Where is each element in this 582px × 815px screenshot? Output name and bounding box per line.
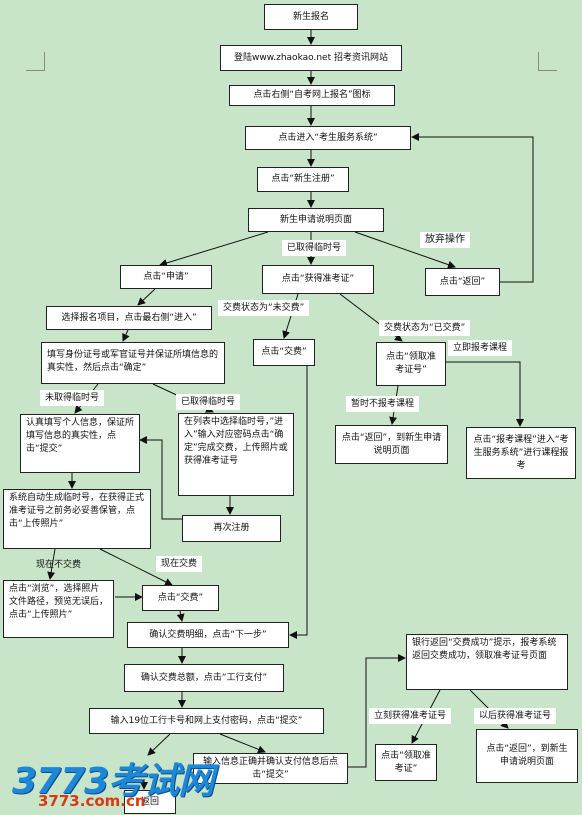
- label-not-pay-now: 现在不交费: [36, 560, 82, 570]
- arrow-card-ret4: [147, 733, 171, 756]
- crop-mark-top-left: [26, 52, 45, 71]
- node-check-info: 认真填写个人信息，保证所填写信息的真实性，点击“提交”: [20, 414, 140, 473]
- label-got-temp-num: 已取得临时号: [282, 240, 347, 256]
- node-get-card: 点击“获得准考证”: [262, 265, 374, 294]
- node-return-4: 返回: [124, 790, 176, 814]
- node-enter-temp-num: 在列表中选择临时号，”进入”输入对应密码点击“确定”完成交费，上传照片或获得准考…: [178, 413, 294, 496]
- node-verify-submit: 输入信息正确并确认支付信息后点击“提交”: [193, 753, 348, 784]
- node-apply-page: 新生申请说明页面: [248, 208, 384, 232]
- label-later-course: 暂时不报考课程: [346, 396, 420, 412]
- logo-main-text: 3773考试网: [12, 761, 214, 802]
- arrow-rereg-check: [139, 436, 182, 520]
- node-system-generate: 系统自动生成临时号，在获得正式准考证号之前务必妥善保管，点击“上传照片”: [3, 489, 151, 549]
- node-pay-2: 点击“交费”: [253, 339, 315, 366]
- node-new-student: 新生报名: [264, 4, 358, 30]
- node-confirm-total: 确认交费总额，点击“工行支付”: [124, 664, 284, 692]
- label-get-now: 立刻获得准考证号: [369, 708, 452, 724]
- node-reregister: 再次注册: [182, 515, 281, 542]
- logo-url-text: 3773.com.cn: [38, 792, 146, 810]
- arrow-6-ret1: [354, 231, 456, 269]
- node-return-3: 点击“返回”，到新生申请说明页面: [476, 729, 578, 783]
- label-apply-now: 立即报考课程: [448, 340, 513, 356]
- label-pay-now: 现在交费: [156, 556, 203, 572]
- node-bank-return: 银行返回“交费成功”提示，报考系统返回交费成功，领取准考证号页面: [406, 634, 568, 690]
- arrow-apply-choose: [137, 288, 156, 306]
- node-choose-item: 选择报名项目，点击最右侧“进入”: [46, 306, 212, 330]
- node-register: 点击“新生注册”: [257, 167, 349, 192]
- label-unpaid: 交费状态为“未交费”: [218, 300, 310, 316]
- node-get-card-3: 点击“领取准考证”: [375, 744, 437, 781]
- node-pay: 点击“交费”: [142, 585, 219, 611]
- node-confirm-detail: 确认交费明细，点击“下一步”: [127, 622, 289, 648]
- node-get-card-num: 点击“领取准考证号”: [376, 342, 446, 386]
- arrow-pay-confirm: [176, 610, 185, 622]
- label-get-later: 以后获得准考证号: [474, 708, 557, 724]
- node-course-apply: 点击“报考课程”进入“考生服务系统”进行课程报考: [466, 427, 576, 479]
- node-login-site: 登陆www.zhaokao.net 招考资讯网站: [220, 45, 402, 71]
- node-click-icon: 点击右侧“自考网上报名”图标: [229, 85, 395, 106]
- label-paid: 交费状态为“已交费”: [379, 320, 471, 336]
- node-fill-id: 填写身份证号或军官证号并保证所填信息的真实性，然后点击“确定”: [41, 342, 225, 384]
- crop-mark-top-right: [538, 52, 557, 71]
- arrow-ret1-loop: [411, 133, 534, 283]
- arrow-6-apply: [159, 231, 269, 267]
- node-return-2: 点击“返回”，到新生申请说明页面: [335, 425, 448, 464]
- label-no-temp-num: 未取得临时号: [40, 390, 105, 406]
- arrow-choose-fillid: [122, 329, 130, 342]
- arrow-card-verify: [219, 733, 266, 754]
- node-return-1: 点击“返回”: [425, 268, 500, 296]
- node-apply: 点击“申请”: [120, 265, 212, 289]
- arrow-sysgen-pay: [99, 548, 173, 586]
- node-browse-photo: 点击“浏览”，选择照片文件路径，预览无误后，点击“上传照片”: [3, 580, 114, 638]
- arrow-get2-course: [446, 361, 524, 427]
- site-logo: 3773考试网 3773.com.cn: [8, 752, 214, 814]
- arrow-sysgen-browse: [47, 548, 56, 580]
- label-got-temp-num-2: 已取得临时号: [176, 394, 241, 410]
- arrow-pay2-confirm: [289, 366, 308, 639]
- node-card-number: 输入19位工行卡号和网上支付密码，点击“提交”: [89, 708, 324, 734]
- node-enter-system: 点击进入“考生服务系统”: [245, 126, 411, 150]
- arrow-verify-bank: [348, 654, 406, 768]
- label-give-up: 放弃操作: [420, 232, 470, 248]
